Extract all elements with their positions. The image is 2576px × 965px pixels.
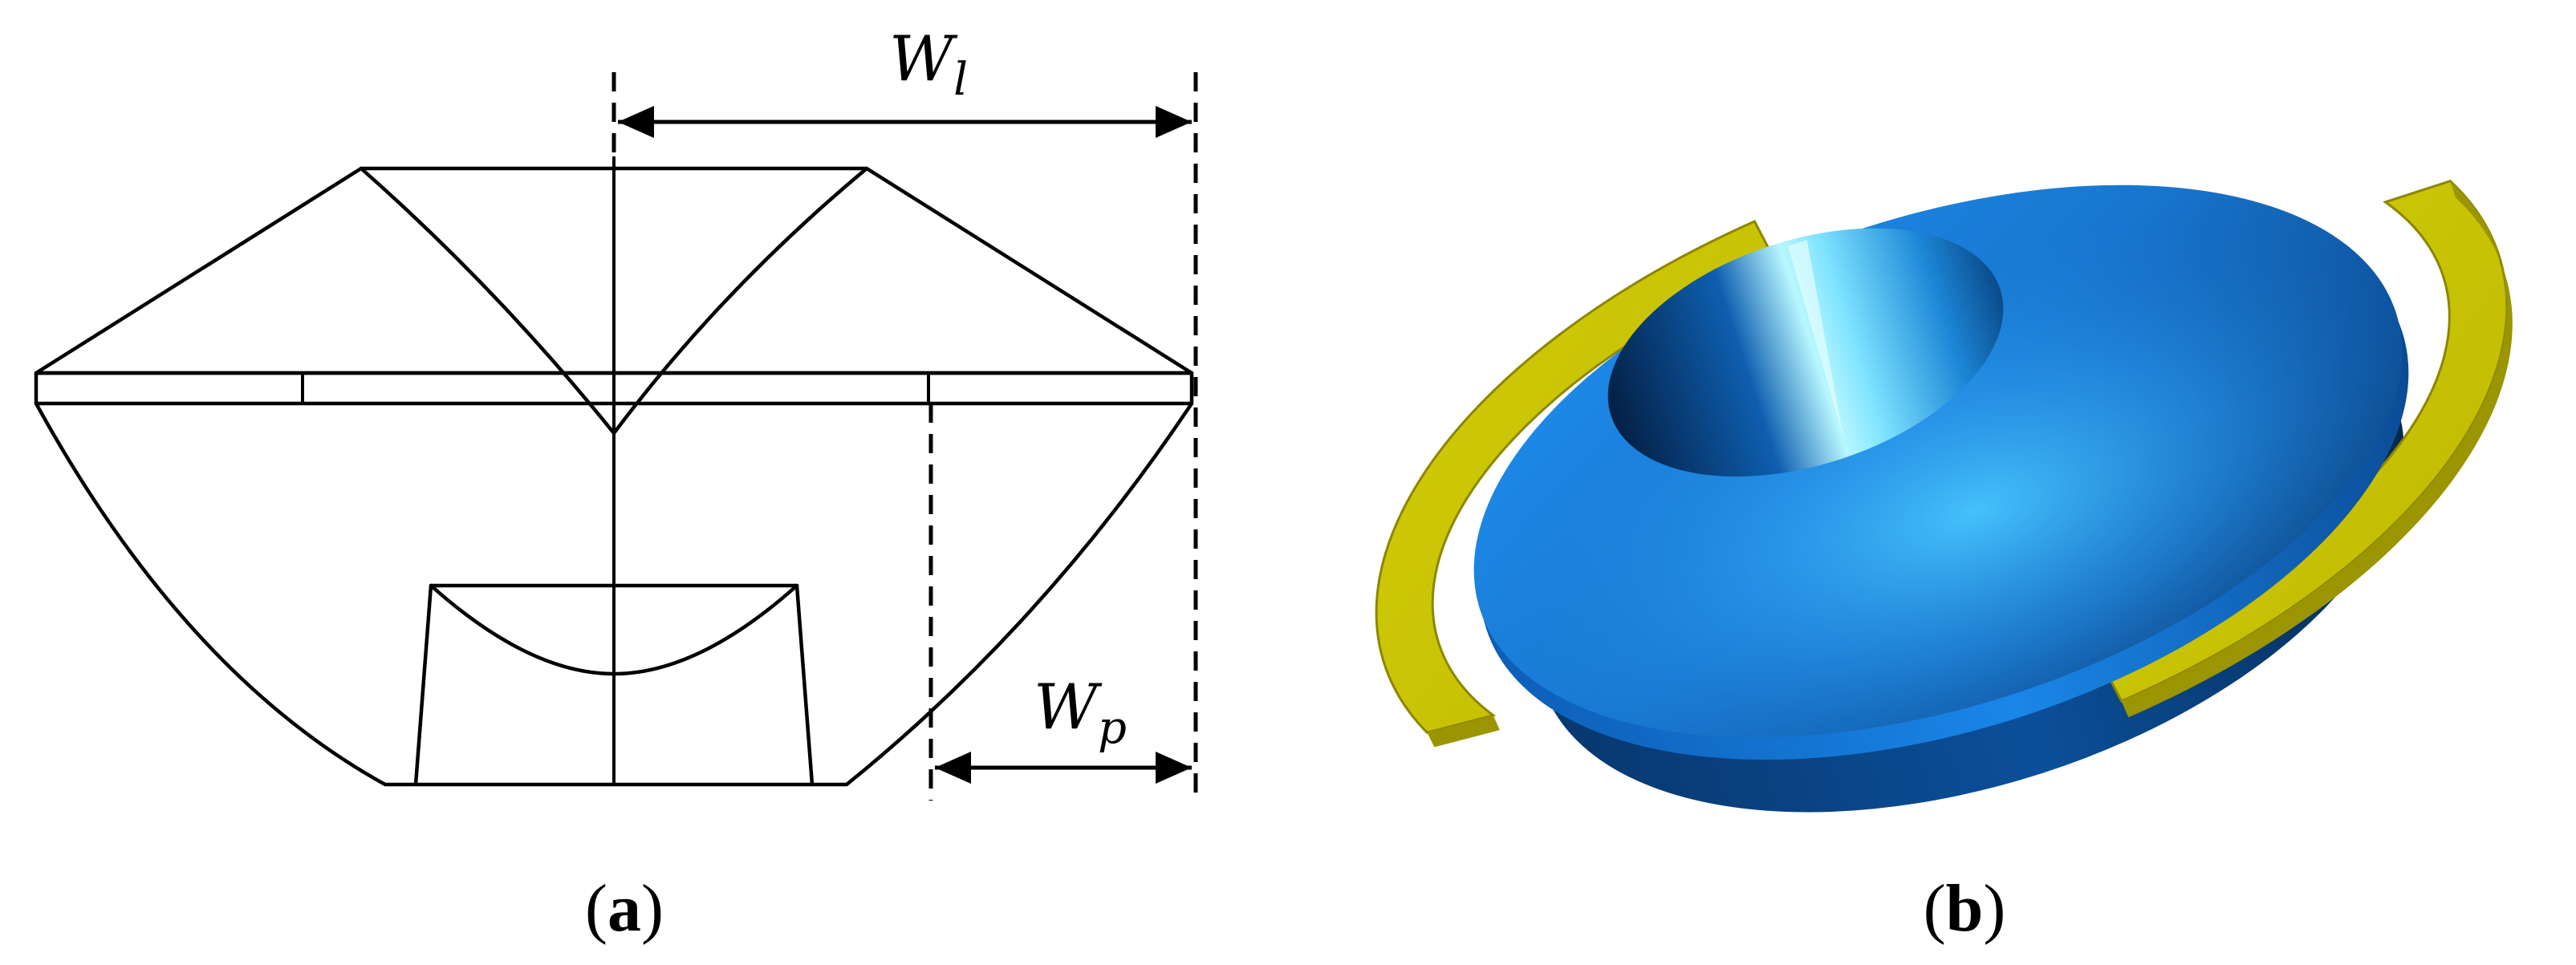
panel-a-label: (a) — [585, 871, 664, 946]
yellow-ring-left-edge — [1427, 715, 1500, 748]
yellow-ring-right-edge — [2121, 180, 2513, 718]
reflector-outline — [34, 401, 1194, 787]
wp-label: Wp — [1034, 671, 1127, 754]
panel-a-drawing: Wl Wp — [34, 23, 1198, 801]
wl-label: Wl — [889, 23, 968, 106]
cone-recess — [1607, 228, 2004, 477]
cone-highlight — [1787, 239, 1843, 438]
panel-b-render — [1375, 179, 2513, 813]
panel-b-label: (b) — [1924, 871, 2006, 946]
